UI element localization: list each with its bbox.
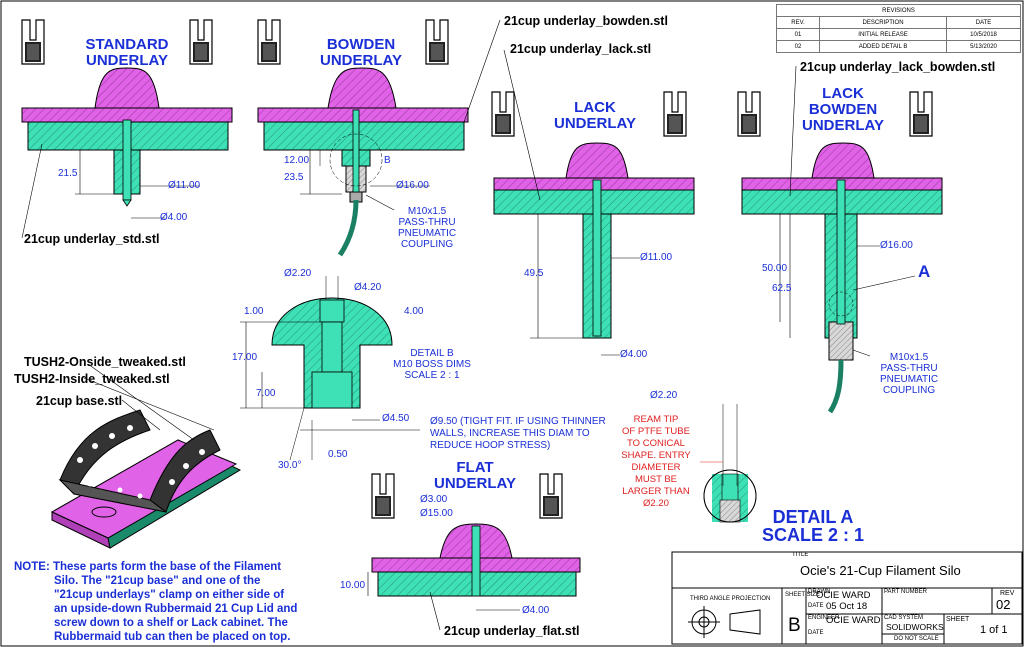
detail-b-dim-420: Ø4.20: [354, 282, 382, 293]
bowden-detail-tag: B: [384, 155, 391, 166]
file-label-bowden: 21cup underlay_bowden.stl: [504, 14, 668, 28]
description-col-header: DESCRIPTION: [819, 16, 948, 29]
title-block-frame: [671, 551, 1023, 645]
flat-dim-dia-3: Ø3.00: [420, 494, 448, 505]
dont-scale-label: DO NOT SCALE: [894, 636, 939, 642]
file-label-tush-inside: TUSH2-Inside_tweaked.stl: [14, 372, 170, 386]
flat-dim-dia-15: Ø15.00: [420, 508, 453, 519]
rev-col-header: REV.: [775, 16, 821, 29]
lack-underlay-view: [491, 49, 695, 356]
drawn-value: OCIE WARD: [816, 590, 871, 601]
revisions-heading: REVISIONS: [776, 4, 1021, 17]
date2-label: DATE: [808, 630, 824, 636]
cad-value: SOLIDWORKS: [886, 622, 944, 632]
sheet-size-value: B: [788, 615, 801, 636]
sheet-label: SHEET: [946, 616, 970, 623]
lack-bowden-dim-dia: Ø16.00: [880, 240, 913, 251]
flat-dim-height: 10.00: [340, 580, 366, 591]
date-label: DATE: [808, 603, 824, 609]
date-cell: 5/13/2020: [946, 40, 1021, 53]
detail-b-dim-100: 1.00: [244, 306, 264, 317]
table-row: 01 INITIAL RELEASE 10/5/2018: [775, 28, 1021, 41]
assembly-iso-view: [50, 363, 242, 549]
file-label-lack: 21cup underlay_lack.stl: [510, 42, 652, 56]
standard-underlay-view: [21, 19, 233, 239]
detail-b-dim-angle: 30.0°: [278, 460, 302, 471]
file-label-tush-onside: TUSH2-Onside_tweaked.stl: [24, 355, 186, 369]
description-cell: ADDED DETAIL B: [819, 40, 948, 53]
rev-cell: 02: [775, 40, 821, 53]
std-dim-dia-outer: Ø11.00: [168, 180, 201, 191]
assembly-note: NOTE: These parts form the base of the F…: [14, 561, 298, 643]
title-label: TITLE: [792, 552, 809, 558]
bowden-dim-dia: Ø16.00: [396, 180, 429, 191]
part-number-label: PART NUMBER: [884, 589, 928, 595]
lack-bowden-dim-height: 62.5: [772, 283, 792, 294]
rev-cell: 01: [775, 28, 821, 41]
flat-underlay-view: [367, 473, 581, 631]
bowden-dim-12: 12.00: [284, 155, 310, 166]
description-cell: INITIAL RELEASE: [819, 28, 948, 41]
date-value: 05 Oct 18: [826, 601, 868, 612]
std-dim-dia-inner: Ø4.00: [160, 212, 188, 223]
lack-dim-dia-inner: Ø4.00: [620, 349, 648, 360]
engineer-value: OCIE WARD: [826, 615, 881, 626]
revisions-table: REVISIONS REV. DESCRIPTION DATE 01 INITI…: [775, 4, 1021, 53]
bowden-dim-height: 23.5: [284, 172, 304, 183]
detail-b-dim-1700: 17.00: [232, 352, 258, 363]
rev-label: REV: [1000, 590, 1015, 597]
drawn-label: DRAWN: [808, 589, 831, 595]
detail-b-dim-220: Ø2.20: [284, 268, 312, 279]
flat-dim-dia-inner: Ø4.00: [522, 605, 550, 616]
detail-b-view: [240, 276, 420, 461]
detail-b-dim-700: 7.00: [256, 388, 276, 399]
file-label-std: 21cup underlay_std.stl: [24, 232, 160, 246]
cad-label: CAD SYSTEM: [884, 615, 924, 621]
lack-dim-height: 49.5: [524, 268, 544, 279]
detail-b-dim-400: 4.00: [404, 306, 424, 317]
std-dim-height: 21.5: [58, 168, 78, 179]
drawing-title: Ocie's 21-Cup Filament Silo: [800, 563, 961, 578]
file-label-lack-bowden: 21cup underlay_lack_bowden.stl: [800, 60, 996, 74]
detail-a-view: [700, 404, 757, 523]
sheet-value: 1 of 1: [980, 624, 1008, 636]
file-label-base: 21cup base.stl: [36, 394, 123, 408]
lack-bowden-dim-50: 50.00: [762, 263, 788, 274]
rev-value: 02: [996, 597, 1011, 612]
detail-b-dim-450: Ø4.50: [382, 413, 410, 424]
detail-a-dim-220: Ø2.20: [650, 390, 678, 401]
engineer-label: ENGINEER: [808, 615, 840, 621]
lack-dim-dia-outer: Ø11.00: [640, 252, 673, 263]
lack-bowden-underlay-view: [737, 65, 943, 414]
bowden-underlay-view: [257, 19, 501, 257]
projection-label: THIRD ANGLE PROJECTION: [690, 596, 771, 602]
detail-b-dim-050: 0.50: [328, 449, 348, 460]
table-row: 02 ADDED DETAIL B 5/13/2020: [775, 40, 1021, 53]
detail-a-callout: A: [918, 262, 931, 281]
date-col-header: DATE: [946, 16, 1021, 29]
file-label-flat: 21cup underlay_flat.stl: [444, 624, 580, 638]
date-cell: 10/5/2018: [946, 28, 1021, 41]
sheet-size-label: SHEET SIZE: [785, 592, 820, 598]
